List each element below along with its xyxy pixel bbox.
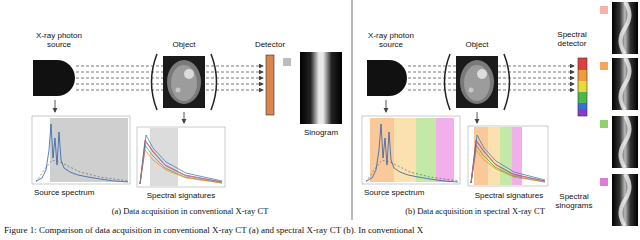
detector-label: Spectral detector xyxy=(548,30,596,48)
plot-label: Source spectrum xyxy=(364,188,460,197)
source-label: X-ray photon source xyxy=(360,31,422,49)
sinogram-label: Spectral sinograms xyxy=(552,192,596,210)
energy-markers xyxy=(600,6,608,186)
sinogram-label: Sinogram xyxy=(294,128,348,137)
source-spectrum-plot xyxy=(362,116,460,184)
sinogram-image xyxy=(300,52,342,124)
plot-label: Source spectrum xyxy=(34,188,130,197)
object-phantom xyxy=(163,56,205,108)
object-label: Object xyxy=(164,40,204,49)
spectral-detector-bar xyxy=(578,58,587,116)
energy-marker xyxy=(283,58,291,66)
source-spectrum-plot xyxy=(32,116,130,184)
plot-label: Spectral signatures xyxy=(134,191,228,200)
object-brackets xyxy=(445,54,510,110)
object-brackets xyxy=(152,54,217,110)
panel-caption: (b) Data acquisition in spectral X-ray C… xyxy=(370,207,580,217)
object-phantom xyxy=(456,56,498,108)
detector-bar xyxy=(266,55,274,115)
source-symbol xyxy=(33,60,75,96)
signature-plot xyxy=(468,126,548,186)
spectral-sinogram-images xyxy=(612,2,638,226)
source-label: X-ray photon source xyxy=(28,31,90,49)
panel-caption: (a) Data acquisition in conventional X-r… xyxy=(70,207,310,217)
source-symbol xyxy=(367,60,407,96)
panel-divider xyxy=(352,0,353,220)
plot-label: Spectral signatures xyxy=(464,191,554,200)
signature-plot xyxy=(137,127,225,187)
figure-caption: Figure 1: Comparison of data acquisition… xyxy=(4,225,423,235)
detector-label: Detector xyxy=(248,40,292,49)
object-label: Object xyxy=(457,40,497,49)
